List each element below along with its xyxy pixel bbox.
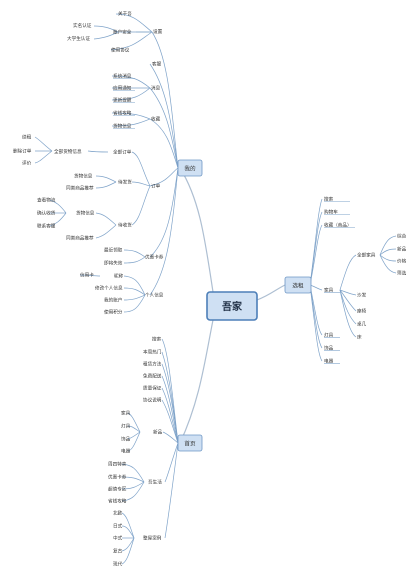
settings-label: 设置 [153,28,163,35]
furniture-all-item: 新品 [397,246,407,253]
home-item: 协议说明 [143,397,162,404]
cases-item: 日式 [113,523,123,530]
select-item: 灯具 [324,332,334,339]
cases-label: 整屋案例 [143,535,162,542]
settings-student: 大学生认证 [67,35,90,42]
profile-item: 修改个人信息 [95,285,123,292]
home-item: 搜索 [152,336,162,343]
coupons-item: 即将失效 [104,260,123,267]
settings-account: 账户安全 [113,29,132,36]
furniture-type: 桌几 [357,321,367,328]
cases-item: 复古 [113,548,123,555]
service-label: 客服 [152,61,162,68]
settings-about: 关于吾 [118,10,132,17]
select-item: 电器 [324,358,334,365]
messages-item: 应用通知 [113,85,132,92]
profile-label: 个人信息 [145,292,164,299]
pending-ship-item: 货物信息 [74,173,93,180]
home-item: 本周热门 [143,349,162,356]
furniture-all-item: 筛选 [397,270,407,277]
home-item: 免费配送 [143,373,162,380]
orders-all-sub: 评价 [22,160,32,167]
orders-all-info: 全部货物信息 [54,148,82,155]
cases-item: 现代 [113,561,123,568]
pending-receive-sub: 联系客服 [37,223,56,230]
pending-receive-sub: 查看物流 [37,197,56,204]
select-item: 购物车 [324,209,338,216]
furniture-all-item: 价格 [397,258,407,265]
branch-home-node [177,434,203,452]
branch-my-label: 我的 [184,165,196,173]
select-item: 收藏（商品） [324,222,352,229]
pending-receive-sub: 确认收货 [37,210,56,217]
home-item: 质量保证 [143,385,162,392]
messages-item: 系统消息 [113,73,132,80]
pending-receive-info: 货物信息 [76,210,95,217]
messages-label: 消息 [151,85,161,92]
collect-label: 收藏 [151,116,161,123]
root-label: 吾家 [222,300,243,313]
profile-item: 使用积分 [104,309,123,316]
root-node [206,291,258,321]
settings-realname: 实名认证 [73,22,92,29]
life-label: 吾生活 [148,479,162,486]
orders-pending-receive: 待收货 [118,222,132,229]
life-item: 周四特卖 [108,461,127,468]
new-label: 新品 [153,429,163,436]
select-item: 家具 [324,287,334,294]
branch-select-label: 选租 [292,282,304,290]
profile-card: 信用卡 [80,272,94,279]
furniture-type: 座椅 [357,308,367,315]
orders-all-sub: 删除订单 [13,148,32,155]
leaf-underlines [113,78,355,364]
new-item: 饰品 [121,436,131,443]
new-item: 灯具 [121,423,131,430]
home-item: 租赁方法 [143,361,162,368]
pending-receive-rec: 同类商品推荐 [66,235,94,242]
profile-item: 我的账户 [104,297,122,304]
life-item: 优惠卡券 [108,474,127,481]
life-item: 超值专区 [108,486,127,493]
furniture-type: 沙发 [357,292,367,299]
coupons-label: 优惠卡券 [145,254,164,261]
orders-pending-ship: 待发货 [118,179,132,186]
branch-select-node [284,276,312,294]
branch-my-node [177,159,203,177]
pending-ship-item: 同类商品推荐 [66,185,94,192]
new-item: 电器 [121,448,131,455]
new-item: 家具 [121,410,131,417]
select-item: 搜索 [324,196,334,203]
branch-home-label: 首页 [184,440,196,448]
cases-item: 北欧 [113,510,123,517]
orders-label: 订单 [151,183,161,190]
cases-item: 中式 [113,535,123,542]
messages-item: 更新提醒 [113,97,132,104]
coupons-item: 最近领取 [104,247,123,254]
collect-item: 省钱攻略 [113,110,132,117]
furniture-all-item: 综合 [397,233,407,240]
orders-all: 全部订单 [113,149,132,156]
furniture-all-label: 全部家具 [357,252,376,259]
profile-item: 昵称 [114,273,124,280]
furniture-type: 床 [357,334,362,341]
settings-agreement: 使用协议 [111,47,130,54]
orders-all-sub: 续租 [22,134,32,141]
life-item: 省钱攻略 [108,498,127,505]
select-item: 饰品 [324,345,334,352]
collect-item: 货物信息 [113,123,132,130]
